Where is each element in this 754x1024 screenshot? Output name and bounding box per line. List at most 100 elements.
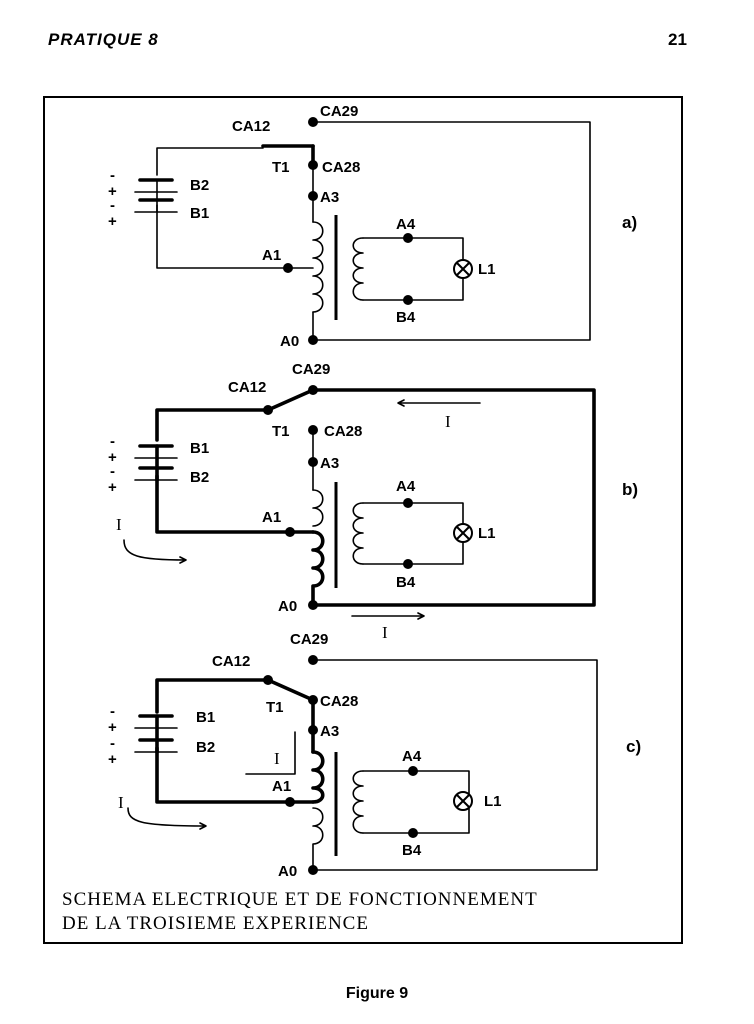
panel-sublabel: a): [622, 213, 637, 232]
terminal-dot: [308, 335, 318, 345]
label-battery-upper: B2: [190, 177, 209, 194]
battery-bottom-wire: [155, 474, 292, 534]
current-arrow-icon: [127, 807, 207, 830]
figure-frame: [43, 96, 683, 944]
label-nc-contact: CA29: [290, 631, 328, 648]
figure-caption: SCHEMA ELECTRIQUE ET DE FONCTIONNEMENT D…: [62, 888, 682, 936]
label-common-contact: CA12: [232, 118, 270, 135]
panel-a: CA29 CA12 T1 CA28 A3 A1 A0 B2 B1 - + - +…: [108, 103, 637, 350]
panel-c: CA29 CA12 T1 CA28 A3 A1 A0 B1 B2 - + - +…: [108, 631, 641, 880]
panel-sublabel: b): [622, 480, 638, 499]
battery-bottom-wire: [155, 746, 292, 804]
lamp-icon: [456, 262, 470, 276]
running-header-title: PRATIQUE 8: [48, 30, 159, 49]
terminal-dot: [403, 233, 413, 243]
return-loop-wire: [312, 121, 591, 341]
terminal-dot: [308, 695, 318, 705]
label-no-contact: CA28: [322, 159, 360, 176]
terminal-dot: [308, 457, 318, 467]
battery-sign: +: [108, 751, 117, 768]
terminal-dot: [263, 675, 273, 685]
label-switch: T1: [272, 423, 290, 440]
label-nc-contact: CA29: [292, 361, 330, 378]
switch-blade: [266, 678, 315, 702]
primary-coil-upper: [311, 750, 325, 804]
label-lamp: L1: [478, 261, 496, 278]
current-label: I: [274, 749, 280, 768]
lamp-icon: [456, 526, 470, 540]
terminal-dot: [408, 766, 418, 776]
secondary-coil: [352, 770, 364, 834]
current-arrow-icon: [123, 539, 187, 564]
label-switch: T1: [266, 699, 284, 716]
terminal-dot: [308, 600, 318, 610]
label-battery-upper: B1: [196, 709, 215, 726]
current-arrow-icon: [245, 731, 296, 775]
primary-coil-lower: [312, 807, 324, 871]
label-secondary-bottom: B4: [396, 574, 416, 591]
label-common-contact: CA12: [212, 653, 250, 670]
label-nc-contact: CA29: [320, 103, 358, 120]
current-label: I: [118, 793, 124, 812]
label-battery-lower: B2: [196, 739, 215, 756]
label-battery-upper: B1: [190, 440, 209, 457]
terminal-dot: [308, 865, 318, 875]
label-no-contact: CA28: [324, 423, 362, 440]
terminal-dot: [283, 263, 293, 273]
terminal-dot: [308, 117, 318, 127]
battery-sign: +: [108, 479, 117, 496]
primary-coil-upper: [312, 489, 324, 527]
terminal-dot: [408, 828, 418, 838]
label-battery-lower: B2: [190, 469, 209, 486]
battery-sign: +: [108, 213, 117, 230]
label-switch: T1: [272, 159, 290, 176]
battery-sign: +: [108, 449, 117, 466]
secondary-coil: [352, 237, 364, 301]
battery-sign: +: [108, 183, 117, 200]
label-coil-bottom: A0: [280, 333, 299, 350]
terminal-dot: [285, 527, 295, 537]
terminal-dot: [285, 797, 295, 807]
secondary-loop-wire: [362, 237, 464, 301]
battery-top-wire: [155, 408, 270, 442]
figure-number: Figure 9: [345, 985, 409, 1002]
panel-b: CA29 CA12 T1 CA28 A3 A1 A0 B1 B2 - + - +…: [108, 361, 638, 642]
battery-sign: -: [110, 735, 115, 752]
current-label: I: [116, 515, 122, 534]
lamp-icon: [456, 794, 470, 808]
terminal-dot: [403, 295, 413, 305]
battery-sign: -: [110, 703, 115, 720]
secondary-loop-wire: [362, 502, 464, 565]
caption-line: SCHEMA ELECTRIQUE ET DE FONCTIONNEMENT: [62, 889, 538, 910]
return-loop-wire: [311, 388, 596, 607]
current-label: I: [382, 623, 388, 642]
label-secondary-top: A4: [402, 748, 422, 765]
battery-bottom-wire: [156, 204, 289, 269]
terminal-dot: [263, 405, 273, 415]
terminal-dot: [308, 191, 318, 201]
label-coil-top: A3: [320, 723, 339, 740]
battery-sign: -: [110, 433, 115, 450]
label-coil-tap: A1: [262, 247, 281, 264]
label-coil-top: A3: [320, 455, 339, 472]
terminal-dot: [308, 425, 318, 435]
switch-blade: [266, 388, 315, 412]
current-arrow-icon: [351, 612, 425, 620]
terminal-dot: [308, 160, 318, 170]
label-coil-bottom: A0: [278, 863, 297, 880]
terminal-dot: [308, 655, 318, 665]
battery-top-wire: [155, 678, 270, 714]
label-battery-lower: B1: [190, 205, 209, 222]
caption-line: DE LA TROISIEME EXPERIENCE: [62, 913, 369, 934]
label-coil-top: A3: [320, 189, 339, 206]
primary-coil: [312, 221, 324, 313]
label-lamp: L1: [484, 793, 502, 810]
label-no-contact: CA28: [320, 693, 358, 710]
label-coil-tap: A1: [262, 509, 281, 526]
label-lamp: L1: [478, 525, 496, 542]
battery-sign: -: [110, 197, 115, 214]
terminal-dot: [403, 498, 413, 508]
page-number: 21: [668, 30, 687, 49]
